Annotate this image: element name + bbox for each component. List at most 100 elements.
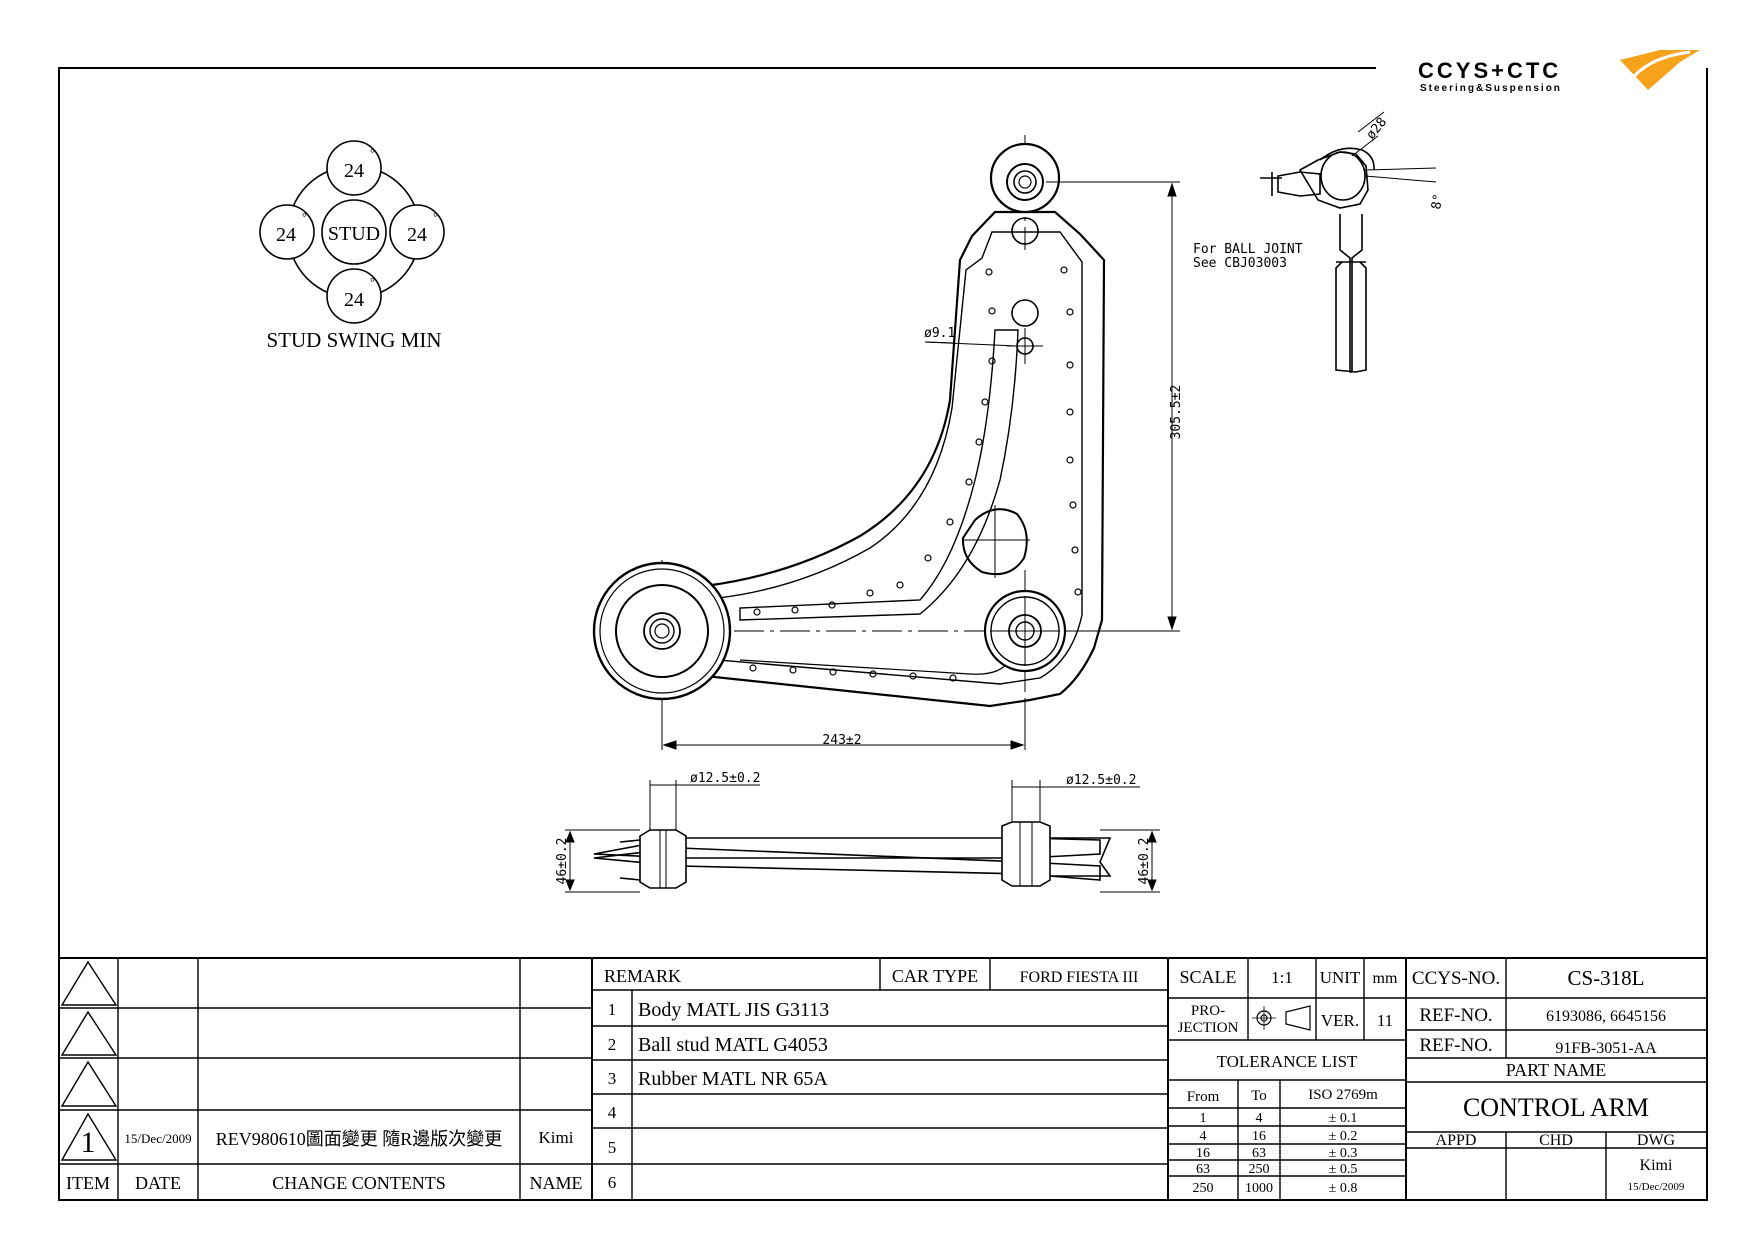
- sheet-frame: [58, 67, 1708, 1201]
- tol-to-2: 16: [1252, 1129, 1266, 1144]
- header-name: NAME: [530, 1173, 583, 1193]
- ref-no-label-2: REF-NO.: [1419, 1035, 1492, 1056]
- side-dimension-labels: ø12.5±0.2 ø12.5±0.2 46±0.2 46±0.2: [555, 771, 1152, 884]
- dwg-name: Kimi: [1640, 1157, 1673, 1174]
- dwg-date: 15/Dec/2009: [1628, 1181, 1685, 1193]
- unit-label: UNIT: [1320, 968, 1361, 987]
- swing-left-degree: °: [302, 210, 307, 224]
- logo-mark-icon: [1620, 50, 1700, 90]
- remark-no-1: 1: [608, 1000, 617, 1019]
- remark-no-6: 6: [608, 1173, 617, 1192]
- ref-no-label-1: REF-NO.: [1419, 1005, 1492, 1026]
- projection-label-2: JECTION: [1178, 1020, 1239, 1036]
- ball-joint-note-2: See CBJ03003: [1193, 256, 1287, 271]
- stud-swing-diagram: [259, 140, 445, 324]
- swing-top-degree: °: [370, 146, 375, 160]
- tol-from-4: 63: [1196, 1162, 1210, 1177]
- control-arm-plan-view: [592, 135, 1145, 720]
- dwg-label: DWG: [1637, 1132, 1676, 1149]
- plan-dimension-labels: ø9.1 305.5±2 243±2: [822, 326, 1184, 748]
- tol-from-2: 4: [1200, 1129, 1207, 1144]
- remark-text-1: Body MATL JIS G3113: [638, 999, 829, 1021]
- ver-value: 11: [1377, 1011, 1393, 1030]
- ball-joint-detail: [1260, 111, 1437, 373]
- remark-no-4: 4: [608, 1103, 617, 1122]
- ref-no-value-2: 91FB-3051-AA: [1555, 1040, 1657, 1057]
- ccys-no-value: CS-318L: [1567, 966, 1644, 990]
- header-date: DATE: [135, 1173, 181, 1193]
- ver-label: VER.: [1321, 1011, 1359, 1030]
- swing-right-degree: °: [433, 210, 438, 224]
- ball-joint-note-1: For BALL JOINT: [1193, 242, 1303, 257]
- remark-table: REMARK CAR TYPE FORD FIESTA III 1 Body M…: [604, 966, 1138, 1192]
- revision-content: REV980610圖面變更 隨R邊版次變更: [216, 1129, 503, 1149]
- revision-name: Kimi: [539, 1128, 574, 1147]
- part-name-value: CONTROL ARM: [1463, 1093, 1649, 1122]
- remark-no-2: 2: [608, 1035, 617, 1054]
- ball-joint-diameter: ø28: [1364, 115, 1391, 143]
- tol-to-4: 250: [1249, 1162, 1270, 1177]
- ccys-no-label: CCYS-NO.: [1412, 968, 1500, 989]
- control-arm-side-view: [593, 821, 1112, 889]
- tol-from-3: 16: [1196, 1146, 1210, 1161]
- height-dim: 305.5±2: [1169, 385, 1184, 440]
- ball-joint-angle: 8°: [1429, 193, 1446, 211]
- thick-right-dim: 46±0.2: [1137, 838, 1152, 885]
- tol-to-1: 4: [1256, 1111, 1263, 1126]
- car-type-label: CAR TYPE: [892, 966, 978, 986]
- remark-label: REMARK: [604, 966, 681, 986]
- thick-left-dim: 46±0.2: [555, 838, 570, 885]
- remark-text-3: Rubber MATL NR 65A: [638, 1068, 828, 1090]
- tol-value-1: ± 0.1: [1329, 1111, 1358, 1126]
- projection-label-1: PRO-: [1191, 1003, 1225, 1019]
- title-block-grid: [59, 957, 1707, 1200]
- swing-bottom-degree: °: [370, 275, 375, 289]
- remark-no-3: 3: [608, 1069, 617, 1088]
- revision-mark: 1: [81, 1126, 96, 1159]
- tol-value-5: ± 0.8: [1329, 1181, 1358, 1196]
- tol-header-to: To: [1251, 1088, 1267, 1104]
- width-dim: 243±2: [822, 733, 861, 748]
- stud-swing-labels: 24 ° 24 ° STUD 24 ° 24 ° STUD SWING MIN: [267, 146, 442, 352]
- swing-title: STUD SWING MIN: [267, 328, 442, 352]
- swing-left-value: 24: [276, 224, 296, 246]
- header-change-contents: CHANGE CONTENTS: [272, 1173, 446, 1193]
- hole-diameter-dim: ø9.1: [924, 326, 955, 341]
- revision-table: 1 15/Dec/2009 REV980610圖面變更 隨R邊版次變更 Kimi…: [66, 1126, 583, 1193]
- appd-label: APPD: [1436, 1132, 1477, 1149]
- tol-header-iso: ISO 2769m: [1308, 1087, 1378, 1103]
- revision-date: 15/Dec/2009: [124, 1131, 191, 1146]
- tol-header-from: From: [1187, 1089, 1220, 1105]
- remark-text-2: Ball stud MATL G4053: [638, 1034, 828, 1056]
- swing-bottom-value: 24: [344, 289, 364, 311]
- header-item: ITEM: [66, 1173, 110, 1193]
- bush-left-dim: ø12.5±0.2: [690, 771, 760, 786]
- brand-logo: CCYS+CTC Steering&Suspension: [1418, 50, 1700, 94]
- car-type-value: FORD FIESTA III: [1020, 969, 1139, 986]
- swing-center-label: STUD: [328, 223, 380, 245]
- tol-value-3: ± 0.3: [1329, 1146, 1358, 1161]
- tolerance-title: TOLERANCE LIST: [1217, 1052, 1358, 1071]
- tol-from-5: 250: [1193, 1181, 1214, 1196]
- ref-no-value-1: 6193086, 6645156: [1546, 1008, 1666, 1025]
- logo-tagline: Steering&Suspension: [1420, 83, 1562, 94]
- tol-value-4: ± 0.5: [1329, 1162, 1358, 1177]
- side-dimensions: [565, 780, 1160, 893]
- logo-swirl-icon: [1626, 50, 1691, 85]
- swing-top-value: 24: [344, 160, 364, 182]
- logo-brand: CCYS+CTC: [1418, 58, 1561, 83]
- tol-value-2: ± 0.2: [1329, 1129, 1358, 1144]
- spec-block: SCALE 1:1 UNIT mm PRO- JECTION VER. 11 T…: [1178, 967, 1398, 1196]
- plan-dimensions: [661, 181, 1180, 750]
- part-info-block: CCYS-NO. CS-318L REF-NO. 6193086, 664515…: [1412, 966, 1685, 1193]
- bush-right-dim: ø12.5±0.2: [1066, 773, 1136, 788]
- tol-to-5: 1000: [1245, 1181, 1273, 1196]
- unit-value: mm: [1373, 970, 1398, 987]
- tol-from-1: 1: [1200, 1111, 1207, 1126]
- remark-no-5: 5: [608, 1138, 617, 1157]
- swing-right-value: 24: [407, 224, 427, 246]
- tol-to-3: 63: [1252, 1146, 1266, 1161]
- scale-label: SCALE: [1179, 967, 1236, 987]
- scale-value: 1:1: [1271, 968, 1293, 987]
